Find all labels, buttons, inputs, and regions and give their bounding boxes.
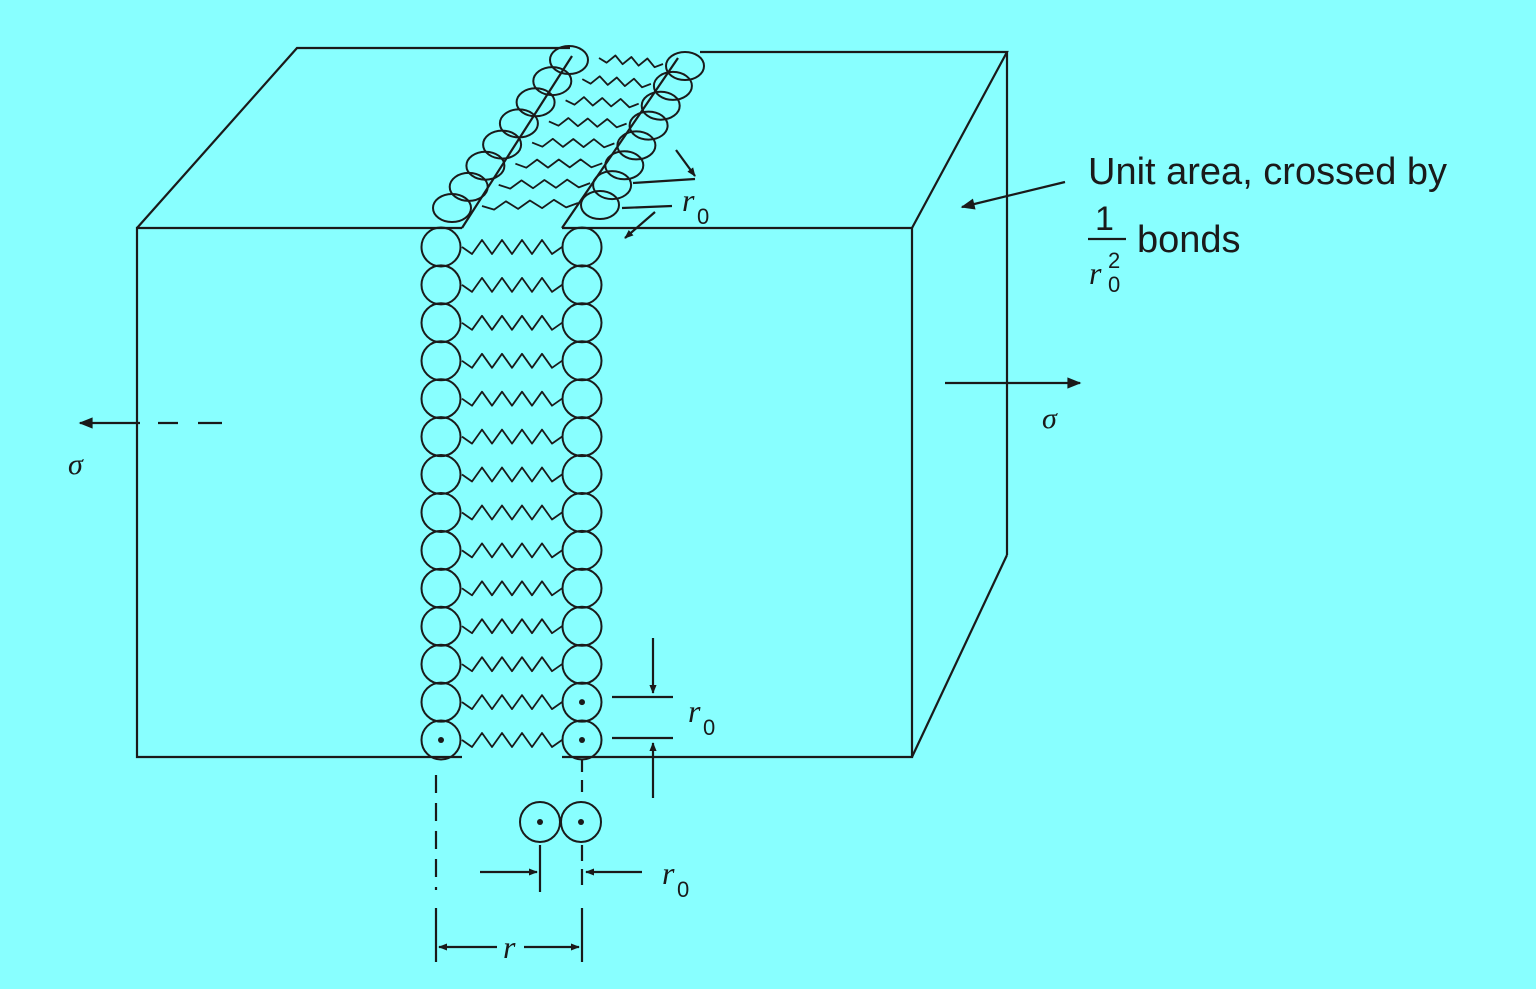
atom xyxy=(420,454,462,495)
front-bond-springs xyxy=(461,239,563,748)
projection-lines xyxy=(434,760,584,962)
atom xyxy=(561,529,603,571)
bond-spring xyxy=(461,314,563,331)
atom xyxy=(498,108,539,139)
bond-spring xyxy=(461,656,563,673)
front-spacing-dimension xyxy=(612,638,673,798)
atom xyxy=(592,170,633,201)
top-spacing-dimension xyxy=(621,149,696,239)
atom xyxy=(561,416,603,458)
atom xyxy=(561,492,603,533)
atom xyxy=(420,226,462,268)
atom xyxy=(561,454,603,495)
bond-spring xyxy=(598,54,664,69)
bond-spring xyxy=(581,75,652,89)
fraction-denominator-superscript: 2 xyxy=(1108,248,1120,273)
atom xyxy=(665,51,705,81)
atom xyxy=(420,529,462,571)
left-stress-label: σ xyxy=(68,448,84,481)
fraction-denominator-r: r xyxy=(1089,255,1102,291)
atom xyxy=(420,605,462,647)
left-block xyxy=(135,46,570,759)
top-right-atom-row xyxy=(580,51,705,220)
bond-spring xyxy=(515,158,603,169)
bond-spring xyxy=(461,466,563,483)
bond-spring xyxy=(548,117,627,129)
atom xyxy=(561,719,603,761)
bond-spring xyxy=(461,276,563,293)
bond-spring xyxy=(461,352,563,369)
atom xyxy=(652,70,693,101)
bond-spring xyxy=(461,428,563,445)
bottom-atom-pair xyxy=(519,801,602,843)
atom xyxy=(628,110,669,141)
atom xyxy=(420,492,462,533)
atom xyxy=(561,340,603,382)
atom xyxy=(561,681,603,723)
top-bond-springs xyxy=(481,54,664,211)
atom xyxy=(432,193,472,223)
atom xyxy=(561,567,603,609)
bonds-label: bonds xyxy=(1137,219,1241,261)
bond-spring xyxy=(461,732,563,748)
left-atom-column xyxy=(420,226,462,761)
atom-center xyxy=(579,699,585,706)
bond-spring xyxy=(461,542,563,559)
atom xyxy=(448,171,489,202)
unit-area-label: Unit area, crossed by xyxy=(1088,151,1447,193)
atom xyxy=(561,643,603,685)
separation-label: r xyxy=(503,929,516,965)
bond-spring xyxy=(461,239,563,255)
front-spacing-subscript: 0 xyxy=(703,715,715,740)
atom xyxy=(561,226,603,268)
atom xyxy=(532,66,573,97)
atom xyxy=(420,567,462,609)
bond-spring xyxy=(481,198,579,211)
bottom-spacing-subscript: 0 xyxy=(677,877,689,902)
bond-spring xyxy=(461,618,563,635)
bond-spring xyxy=(531,137,615,149)
atom xyxy=(616,130,657,161)
atom xyxy=(420,302,462,344)
atom xyxy=(420,378,462,420)
atom xyxy=(561,302,603,344)
atom xyxy=(561,605,603,647)
bond-spring xyxy=(461,580,563,597)
atom xyxy=(420,416,462,458)
bond-spring xyxy=(461,390,563,407)
atom xyxy=(549,45,589,75)
atom xyxy=(580,190,620,220)
atom xyxy=(420,681,462,723)
right-block xyxy=(562,50,1009,759)
bond-spring xyxy=(461,694,563,710)
front-spacing-label: r xyxy=(688,693,701,729)
bond-spring xyxy=(498,178,591,190)
atom xyxy=(640,90,681,121)
atom xyxy=(465,150,506,181)
top-spacing-subscript: 0 xyxy=(697,204,709,229)
bond-spring xyxy=(461,504,563,521)
atom xyxy=(420,340,462,382)
atom xyxy=(561,378,603,420)
atom xyxy=(561,264,603,306)
right-atom-column xyxy=(561,226,603,761)
atom-center xyxy=(579,737,585,743)
fraction-numerator: 1 xyxy=(1095,200,1114,238)
fraction-denominator-subscript: 0 xyxy=(1108,272,1120,297)
atom xyxy=(604,150,645,181)
top-spacing-label: r xyxy=(682,182,695,218)
bond-spring xyxy=(565,96,640,109)
unit-area-pointer-arrow xyxy=(960,180,1066,210)
atom xyxy=(420,264,462,306)
atom-center xyxy=(438,737,444,743)
atom xyxy=(420,643,462,685)
atom xyxy=(420,719,462,761)
bottom-spacing-label: r xyxy=(662,855,675,891)
right-stress-label: σ xyxy=(1042,402,1058,435)
top-left-atom-row xyxy=(432,45,589,223)
